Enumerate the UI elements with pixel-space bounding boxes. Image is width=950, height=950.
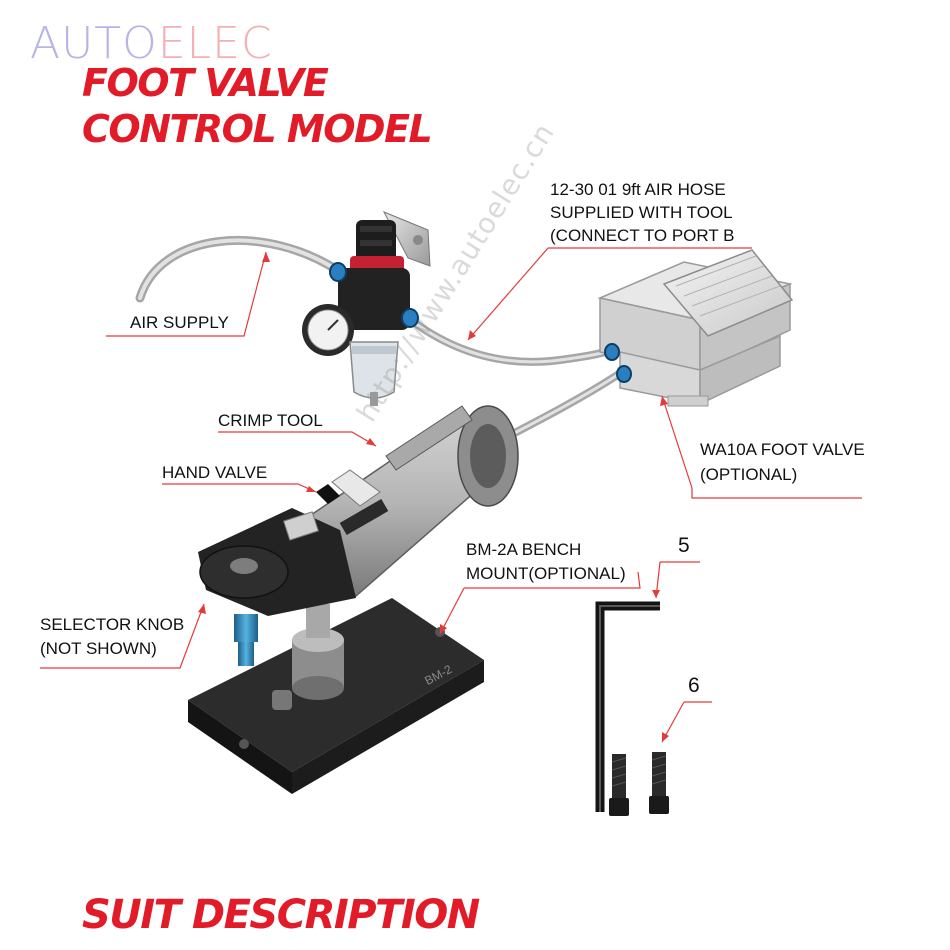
title-line-1: FOOT VALVE	[82, 61, 329, 105]
footer-title: SUIT DESCRIPTION	[82, 892, 480, 938]
label-bench-line-2: MOUNT(OPTIONAL)	[466, 564, 626, 583]
logo-part-auto: AUTO	[30, 18, 158, 69]
label-selector-line-1: SELECTOR KNOB	[40, 615, 185, 634]
bench-mount	[188, 598, 484, 794]
brand-logo: AUTOELEC	[30, 22, 273, 66]
socket-screws	[609, 752, 669, 816]
label-bench-line-1: BM-2A BENCH	[466, 540, 582, 559]
label-hose-line-3: (CONNECT TO PORT B	[550, 226, 735, 245]
label-foot-valve-line-2: (OPTIONAL)	[700, 465, 798, 484]
label-hand-valve: HAND VALVE	[162, 463, 268, 482]
label-hose-line-2: SUPPLIED WITH TOOL	[550, 203, 733, 222]
label-selector-line-2: (NOT SHOWN)	[40, 639, 157, 658]
label-foot-valve-line-1: WA10A FOOT VALVE	[700, 440, 865, 459]
leader-arrowheads	[198, 252, 669, 742]
hex-key	[595, 601, 660, 812]
title-line-2: CONTROL MODEL	[82, 107, 433, 151]
label-hose-line-1: 12-30 01 9ft AIR HOSE	[550, 180, 726, 199]
label-air-supply: AIR SUPPLY	[130, 313, 229, 332]
filter-regulator	[302, 211, 431, 406]
air-supply-hose	[135, 235, 345, 303]
label-item-5: 5	[678, 534, 690, 557]
label-item-6: 6	[688, 674, 700, 697]
foot-valve	[597, 249, 794, 407]
label-crimp-tool: CRIMP TOOL	[218, 411, 323, 430]
crimp-tool	[198, 405, 519, 666]
logo-part-elec: ELEC	[157, 18, 273, 69]
